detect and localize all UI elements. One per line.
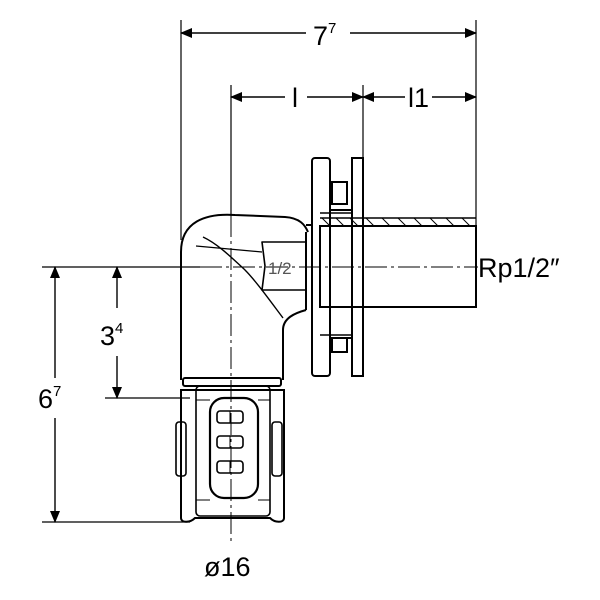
part-marking-label: 1/2 — [268, 259, 292, 278]
length-l-label: l — [292, 83, 298, 113]
height-offset-label: 34 — [100, 320, 123, 351]
overall-width-label: 77 — [313, 20, 336, 51]
pipe-diameter-label: ø16 — [204, 552, 251, 582]
thread-size-label: Rp1/2″ — [478, 253, 560, 283]
overall-height-label: 67 — [38, 383, 61, 414]
press-connector — [175, 377, 285, 523]
elbow-fitting-body — [180, 213, 312, 380]
wall-flange — [311, 157, 364, 377]
dimension-arrows — [50, 28, 477, 523]
threaded-outlet — [319, 217, 477, 308]
length-l1-label: l1 — [408, 83, 429, 113]
center-lines — [200, 215, 478, 545]
